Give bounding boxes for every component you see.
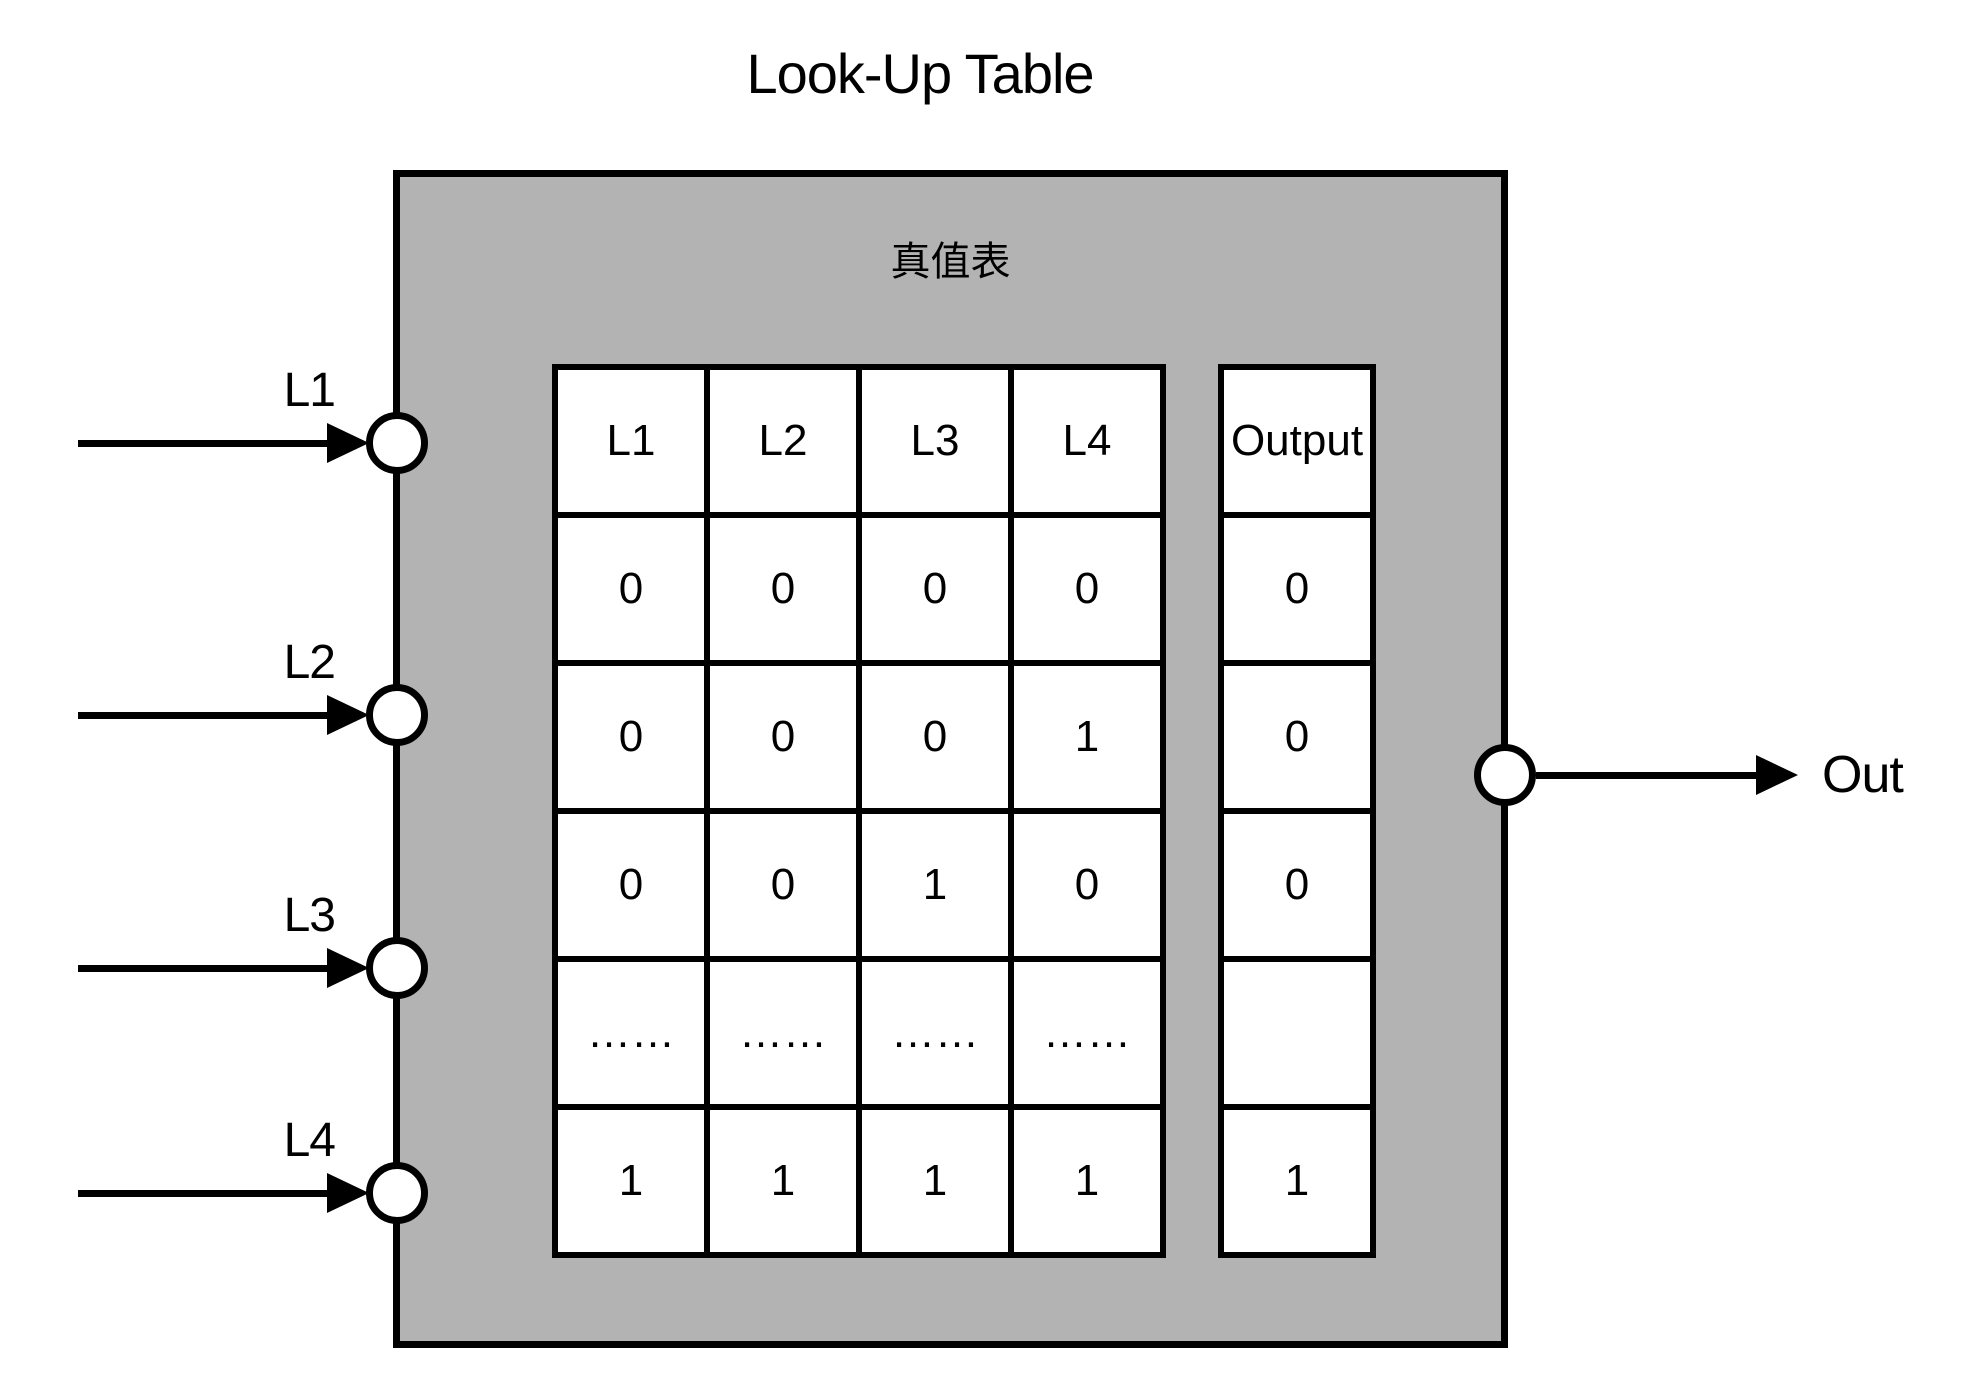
input-pin-l4 [366,1162,428,1224]
input-pin-l3 [366,937,428,999]
truth-table-label: 真值表 [890,240,1011,284]
truth-table-cell: 0 [862,666,1008,808]
truth-table-cell: …… [1014,962,1160,1104]
arrow-head-icon [327,423,369,463]
truth-table-cell: 1 [862,814,1008,956]
input-wire-l4 [78,1190,330,1197]
truth-table-cell: 0 [558,814,704,956]
arrow-head-icon [327,695,369,735]
output-wire [1536,772,1758,779]
output-cell [1224,962,1370,1104]
truth-table-cell: …… [862,962,1008,1104]
diagram-title: Look-Up Table [746,42,1094,105]
truth-table-cell: 1 [558,1110,704,1252]
output-cell: 0 [1224,666,1370,808]
truth-table-cell: 1 [710,1110,856,1252]
input-pin-l2 [366,684,428,746]
truth-table-cell: 0 [1014,814,1160,956]
truth-table-cell: …… [710,962,856,1104]
truth-table-cell: 0 [558,666,704,808]
truth-table-header-cell: L1 [558,370,704,512]
truth-table-cell: 0 [558,518,704,660]
input-label-l3: L3 [283,889,336,942]
input-label-l4: L4 [283,1114,336,1167]
truth-table-cell: 1 [862,1110,1008,1252]
truth-table-cell: 1 [1014,1110,1160,1252]
input-wire-l3 [78,965,330,972]
output-cell: 0 [1224,518,1370,660]
output-cell: 0 [1224,814,1370,956]
arrow-head-icon [1756,755,1798,795]
truth-table-cell: 0 [862,518,1008,660]
truth-table-cell: 0 [710,666,856,808]
input-pin-l1 [366,412,428,474]
truth-table-header-cell: L2 [710,370,856,512]
truth-table-cell: …… [558,962,704,1104]
truth-table-header-cell: L3 [862,370,1008,512]
truth-table-cell: 0 [1014,518,1160,660]
arrow-head-icon [327,948,369,988]
input-wire-l2 [78,712,330,719]
output-cell: 1 [1224,1110,1370,1252]
truth-table-cell: 1 [1014,666,1160,808]
input-label-l2: L2 [283,636,336,689]
input-label-l1: L1 [283,364,336,417]
output-label: Out [1822,746,1904,804]
arrow-head-icon [327,1173,369,1213]
truth-table-header-cell: L4 [1014,370,1160,512]
input-wire-l1 [78,440,330,447]
truth-table-cell: 0 [710,814,856,956]
output-pin [1474,744,1536,806]
output-header-cell: Output [1224,370,1370,512]
truth-table-cell: 0 [710,518,856,660]
